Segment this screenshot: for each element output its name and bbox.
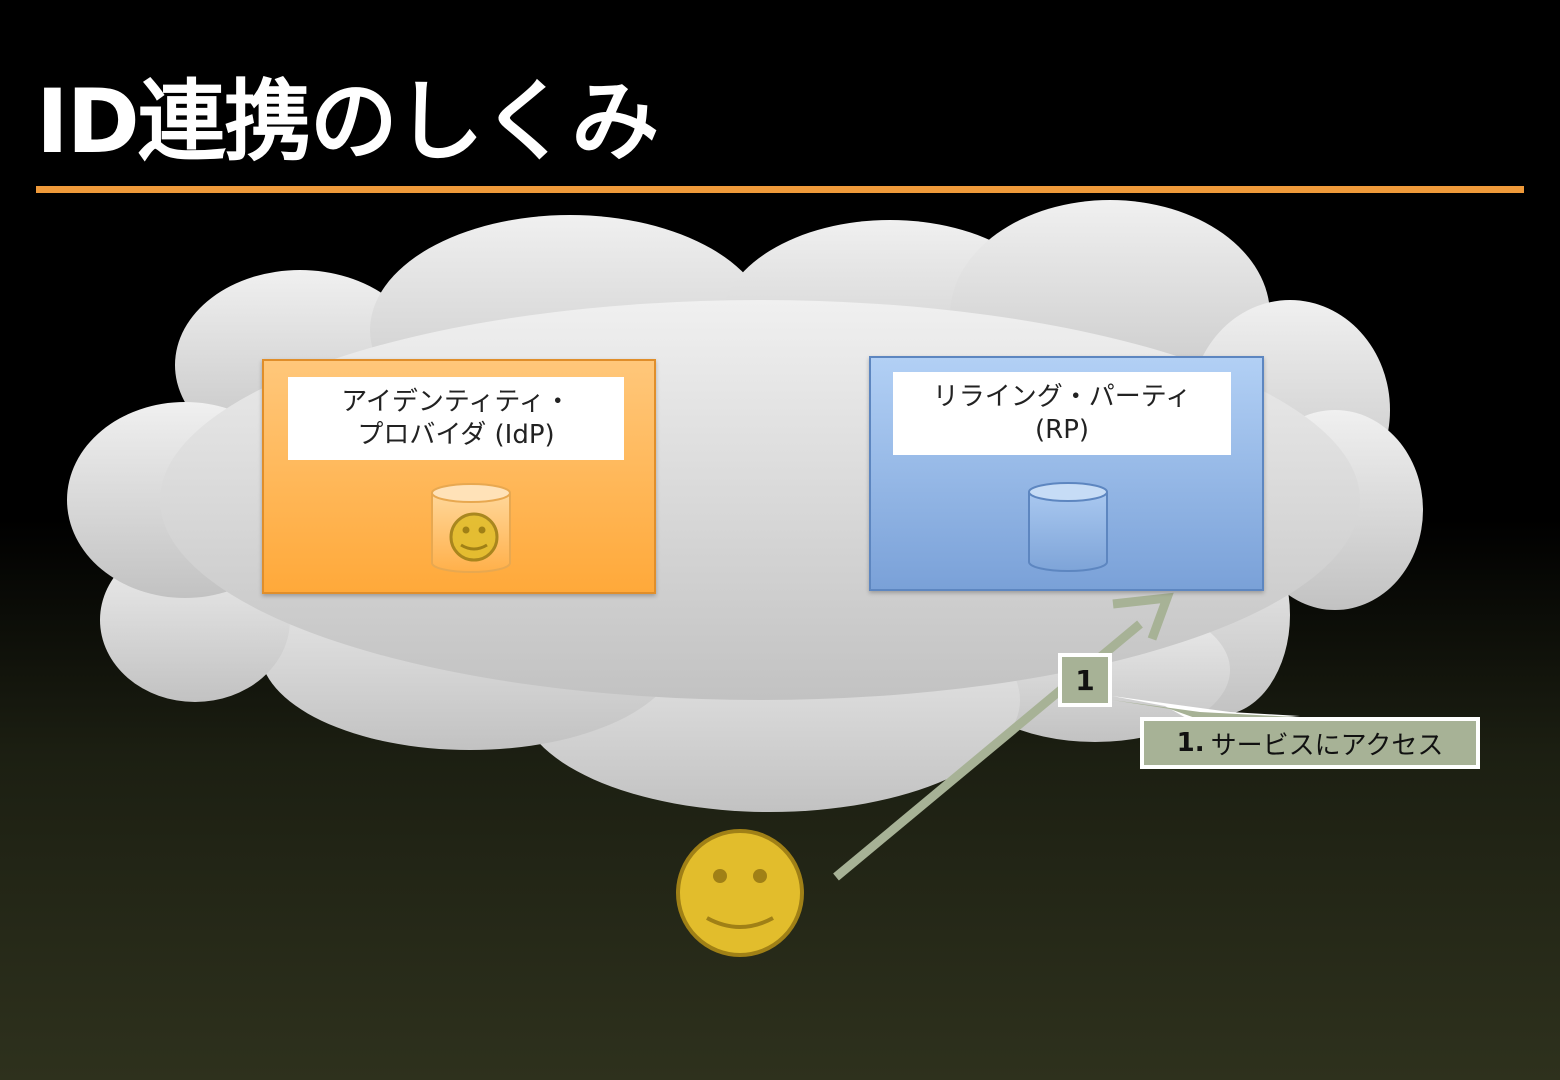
idp-label-line2: プロバイダ (IdP) bbox=[357, 419, 555, 450]
rp-label: リライング・パーティ (RP) bbox=[893, 372, 1231, 455]
rp-label-line2: (RP) bbox=[1034, 414, 1090, 445]
user-smiley-icon bbox=[676, 829, 804, 957]
idp-label: アイデンティティ・ プロバイダ (IdP) bbox=[288, 377, 624, 460]
rp-label-line1: リライング・パーティ bbox=[932, 381, 1192, 412]
slide-title: ID連携のしくみ bbox=[36, 70, 659, 173]
database-smiley-icon bbox=[431, 483, 511, 573]
step-1-badge: 1 bbox=[1058, 653, 1112, 707]
rp-box: リライング・パーティ (RP) bbox=[869, 356, 1264, 591]
idp-box: アイデンティティ・ プロバイダ (IdP) bbox=[262, 359, 656, 594]
title-underline bbox=[36, 186, 1524, 193]
step-1-note: 1. サービスにアクセス bbox=[1140, 717, 1480, 769]
step-1-number: 1. bbox=[1176, 728, 1205, 758]
database-icon bbox=[1028, 482, 1108, 572]
step-1-text: サービスにアクセス bbox=[1210, 730, 1444, 761]
idp-label-line1: アイデンティティ・ bbox=[341, 386, 571, 417]
